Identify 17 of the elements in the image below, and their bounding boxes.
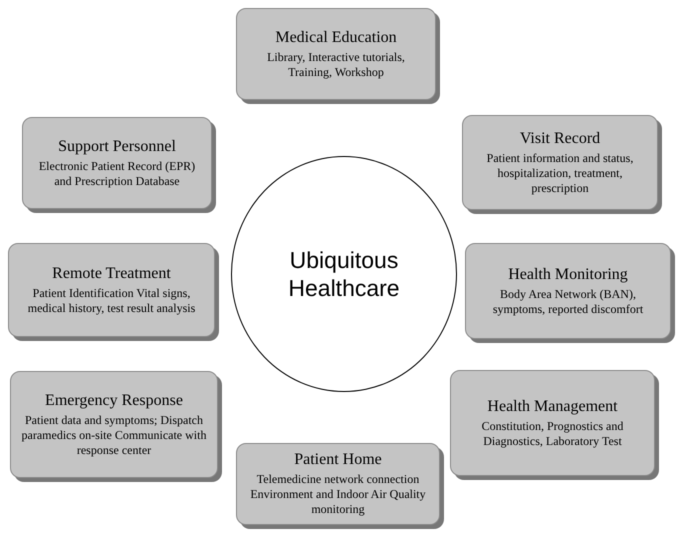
box-description: Patient data and symptoms; Dispatch paramedics on-site Communicate with response center: [20, 412, 208, 458]
box-heading: Patient Home: [294, 451, 382, 469]
box-heading: Visit Record: [520, 130, 600, 148]
box-description: Library, Interactive tutorials, Training, Workshop: [266, 50, 406, 80]
box-description: Patient Identification Vital signs, medical history, test result analysis: [26, 286, 196, 316]
box-description: Telemedicine network connection Environment and Indoor Air Quality monitoring: [249, 472, 427, 517]
hub-title: Ubiquitous Healthcare: [287, 246, 401, 302]
box-description: Patient information and status, hospitalization, treatment, prescription: [486, 150, 634, 196]
box-description: Body Area Network (BAN), symptoms, reported discomfort: [492, 286, 644, 316]
box-heading: Remote Treatment: [52, 264, 171, 282]
box-heading: Emergency Response: [45, 392, 183, 410]
box-description: Electronic Patient Record (EPR) and Prescription Database: [38, 158, 196, 188]
box-description: Constitution, Prognostics and Diagnostics, Laboratory Test: [480, 418, 624, 448]
box-heading: Medical Education: [275, 28, 397, 46]
box-heading: Health Management: [487, 398, 618, 416]
box-heading: Support Personnel: [58, 138, 176, 156]
box-heading: Health Monitoring: [508, 266, 628, 284]
